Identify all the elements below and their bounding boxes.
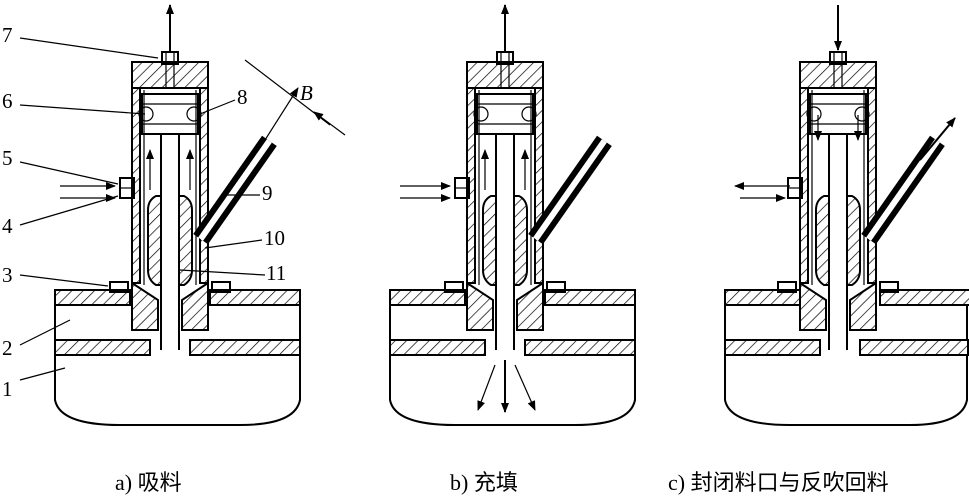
core-box-a bbox=[54, 355, 301, 426]
callout-5: 5 bbox=[2, 146, 13, 170]
core-box-b bbox=[389, 355, 636, 426]
callout-1: 1 bbox=[2, 377, 13, 401]
caption-b: b) 充填 bbox=[450, 470, 518, 495]
caption-a: a) 吸料 bbox=[115, 470, 182, 495]
callout-9: 9 bbox=[262, 181, 273, 205]
callout-6: 6 bbox=[2, 89, 13, 113]
core-box-c bbox=[724, 355, 968, 426]
panel-c bbox=[724, 5, 969, 426]
callout-8: 8 bbox=[237, 85, 248, 109]
panel-a bbox=[19, 4, 346, 426]
callout-2: 2 bbox=[2, 336, 13, 360]
callout-4: 4 bbox=[2, 214, 13, 238]
callout-7: 7 bbox=[2, 23, 13, 47]
plate-upper-left-a bbox=[54, 289, 131, 306]
dimension-b-label: B bbox=[300, 81, 313, 105]
callout-10: 10 bbox=[264, 226, 285, 250]
callout-11: 11 bbox=[266, 261, 286, 285]
callout-3: 3 bbox=[2, 263, 13, 287]
caption-c: c) 封闭料口与反吹回料 bbox=[668, 470, 889, 495]
panel-b bbox=[389, 4, 636, 426]
